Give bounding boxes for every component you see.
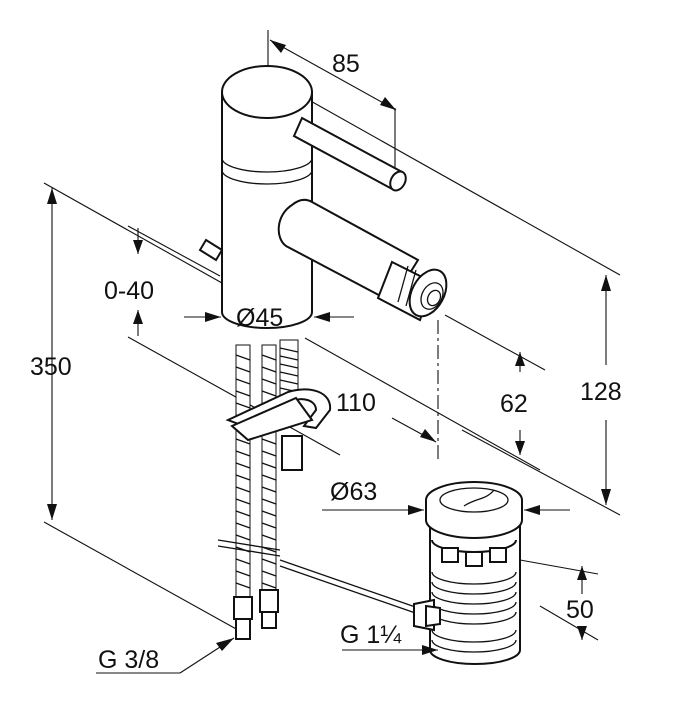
dim-label-total-height: 350: [30, 353, 72, 381]
dim-label-lever-height: 128: [580, 378, 622, 406]
dim-label-waste-height: 50: [566, 596, 594, 624]
dim-label-hose-thread: G 3/8: [98, 646, 159, 674]
dim-label-spout-depth: 85: [332, 50, 360, 78]
dimension-labels: 85 350 0-40 Ø45 110 62 128 Ø63 50 G 3/8 …: [30, 50, 622, 674]
dim-label-waste-thread: G 1¼: [340, 621, 402, 649]
dim-label-waste-diameter: Ø63: [330, 478, 377, 506]
dim-label-body-diameter: Ø45: [236, 304, 283, 332]
extension-lines: [43, 30, 621, 641]
dim-label-outlet-height: 62: [500, 390, 528, 418]
supply-hoses: [217, 339, 425, 640]
dimension-lines: [47, 39, 611, 674]
dim-label-spout-reach: 110: [336, 389, 376, 417]
dim-label-lift-rod-range: 0-40: [104, 277, 154, 305]
mixer-body: [198, 65, 448, 329]
pop-up-waste: [413, 481, 523, 665]
